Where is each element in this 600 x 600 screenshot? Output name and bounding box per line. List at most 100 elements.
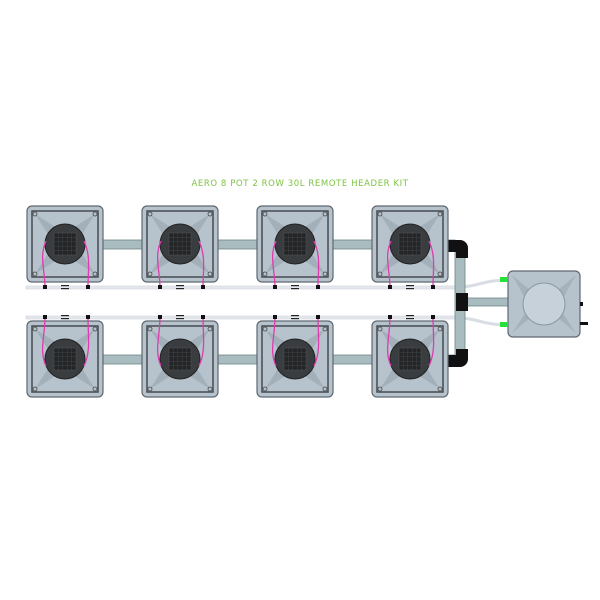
- connector: [43, 285, 47, 289]
- header-pipe: [464, 297, 509, 307]
- bolt-icon: [377, 271, 383, 277]
- bolt-icon: [322, 326, 328, 332]
- feed-line-left: [156, 240, 162, 288]
- pot-7: [256, 320, 334, 398]
- bolt-icon: [262, 386, 268, 392]
- basket-mesh: [53, 347, 77, 371]
- pot-2: [141, 205, 219, 283]
- feed-line-left: [41, 240, 47, 288]
- fitting-top: [500, 277, 508, 282]
- bolt-icon: [147, 326, 153, 332]
- connector: [273, 315, 277, 319]
- kit-title: AERO 8 POT 2 ROW 30L REMOTE HEADER KIT: [191, 179, 409, 189]
- feed-line-left: [386, 316, 392, 367]
- bolt-icon: [32, 386, 38, 392]
- clip-mark: [291, 315, 299, 317]
- bolt-icon: [32, 211, 38, 217]
- feed-line-right: [83, 240, 90, 288]
- bolt-icon: [207, 386, 213, 392]
- feed-line-left: [271, 240, 277, 288]
- pot-lid-frame: [31, 210, 99, 278]
- bolt-icon: [377, 386, 383, 392]
- bolt-icon: [262, 211, 268, 217]
- tank-lid: [522, 282, 566, 326]
- clip-mark: [176, 315, 184, 317]
- connector: [86, 315, 90, 319]
- connector: [158, 285, 162, 289]
- basket-mesh: [398, 347, 422, 371]
- bolt-icon: [207, 271, 213, 277]
- feed-line-left: [41, 316, 47, 367]
- connector: [201, 285, 205, 289]
- connector: [86, 285, 90, 289]
- pot-lid-frame: [146, 325, 214, 393]
- basket-mesh: [168, 347, 192, 371]
- bolt-icon: [437, 211, 443, 217]
- clip-mark: [406, 315, 414, 317]
- bolt-icon: [262, 271, 268, 277]
- pot-8: [371, 320, 449, 398]
- feed-line-right: [198, 316, 205, 367]
- connector: [316, 315, 320, 319]
- basket-mesh: [283, 347, 307, 371]
- bolt-icon: [92, 211, 98, 217]
- clip-mark: [61, 315, 69, 317]
- bolt-icon: [32, 271, 38, 277]
- clip-mark: [406, 318, 414, 320]
- feed-line-left: [386, 240, 392, 288]
- connector: [431, 285, 435, 289]
- pot-lid-frame: [376, 210, 444, 278]
- bolt-icon: [92, 386, 98, 392]
- pot-lid-frame: [376, 325, 444, 393]
- bolt-icon: [437, 326, 443, 332]
- bolt-icon: [322, 386, 328, 392]
- basket-mesh: [53, 232, 77, 256]
- pot-lid-frame: [261, 210, 329, 278]
- basket-mesh: [283, 232, 307, 256]
- bolt-icon: [437, 386, 443, 392]
- bolt-icon: [377, 211, 383, 217]
- connector: [273, 285, 277, 289]
- feed-line-right: [428, 240, 435, 288]
- bolt-icon: [377, 326, 383, 332]
- basket-mesh: [398, 232, 422, 256]
- bolt-icon: [207, 211, 213, 217]
- connector: [158, 315, 162, 319]
- clip-mark: [291, 288, 299, 290]
- pot-3: [256, 205, 334, 283]
- tee-joint: [456, 293, 468, 311]
- clip-mark: [406, 288, 414, 290]
- pot-lid-frame: [146, 210, 214, 278]
- pot-6: [141, 320, 219, 398]
- pot-1: [26, 205, 104, 283]
- tank-port: [580, 302, 583, 306]
- feed-line-left: [271, 316, 277, 367]
- fitting-bottom: [500, 322, 508, 327]
- feed-line-left: [156, 316, 162, 367]
- connector: [431, 315, 435, 319]
- bolt-icon: [147, 211, 153, 217]
- clip-mark: [291, 318, 299, 320]
- elbow-top: [448, 240, 468, 258]
- bolt-icon: [147, 386, 153, 392]
- feed-line-right: [83, 316, 90, 367]
- connector: [388, 285, 392, 289]
- bolt-icon: [92, 326, 98, 332]
- bolt-icon: [322, 211, 328, 217]
- connector: [43, 315, 47, 319]
- pot-lid-frame: [31, 325, 99, 393]
- elbow-bottom: [448, 349, 468, 367]
- bolt-icon: [322, 271, 328, 277]
- clip-mark: [176, 318, 184, 320]
- bolt-icon: [92, 271, 98, 277]
- clip-mark: [176, 288, 184, 290]
- clip-mark: [291, 285, 299, 287]
- pot-lid-frame: [261, 325, 329, 393]
- bolt-icon: [207, 326, 213, 332]
- bolt-icon: [262, 326, 268, 332]
- pot-5: [26, 320, 104, 398]
- clip-mark: [61, 318, 69, 320]
- bolt-icon: [437, 271, 443, 277]
- connector: [316, 285, 320, 289]
